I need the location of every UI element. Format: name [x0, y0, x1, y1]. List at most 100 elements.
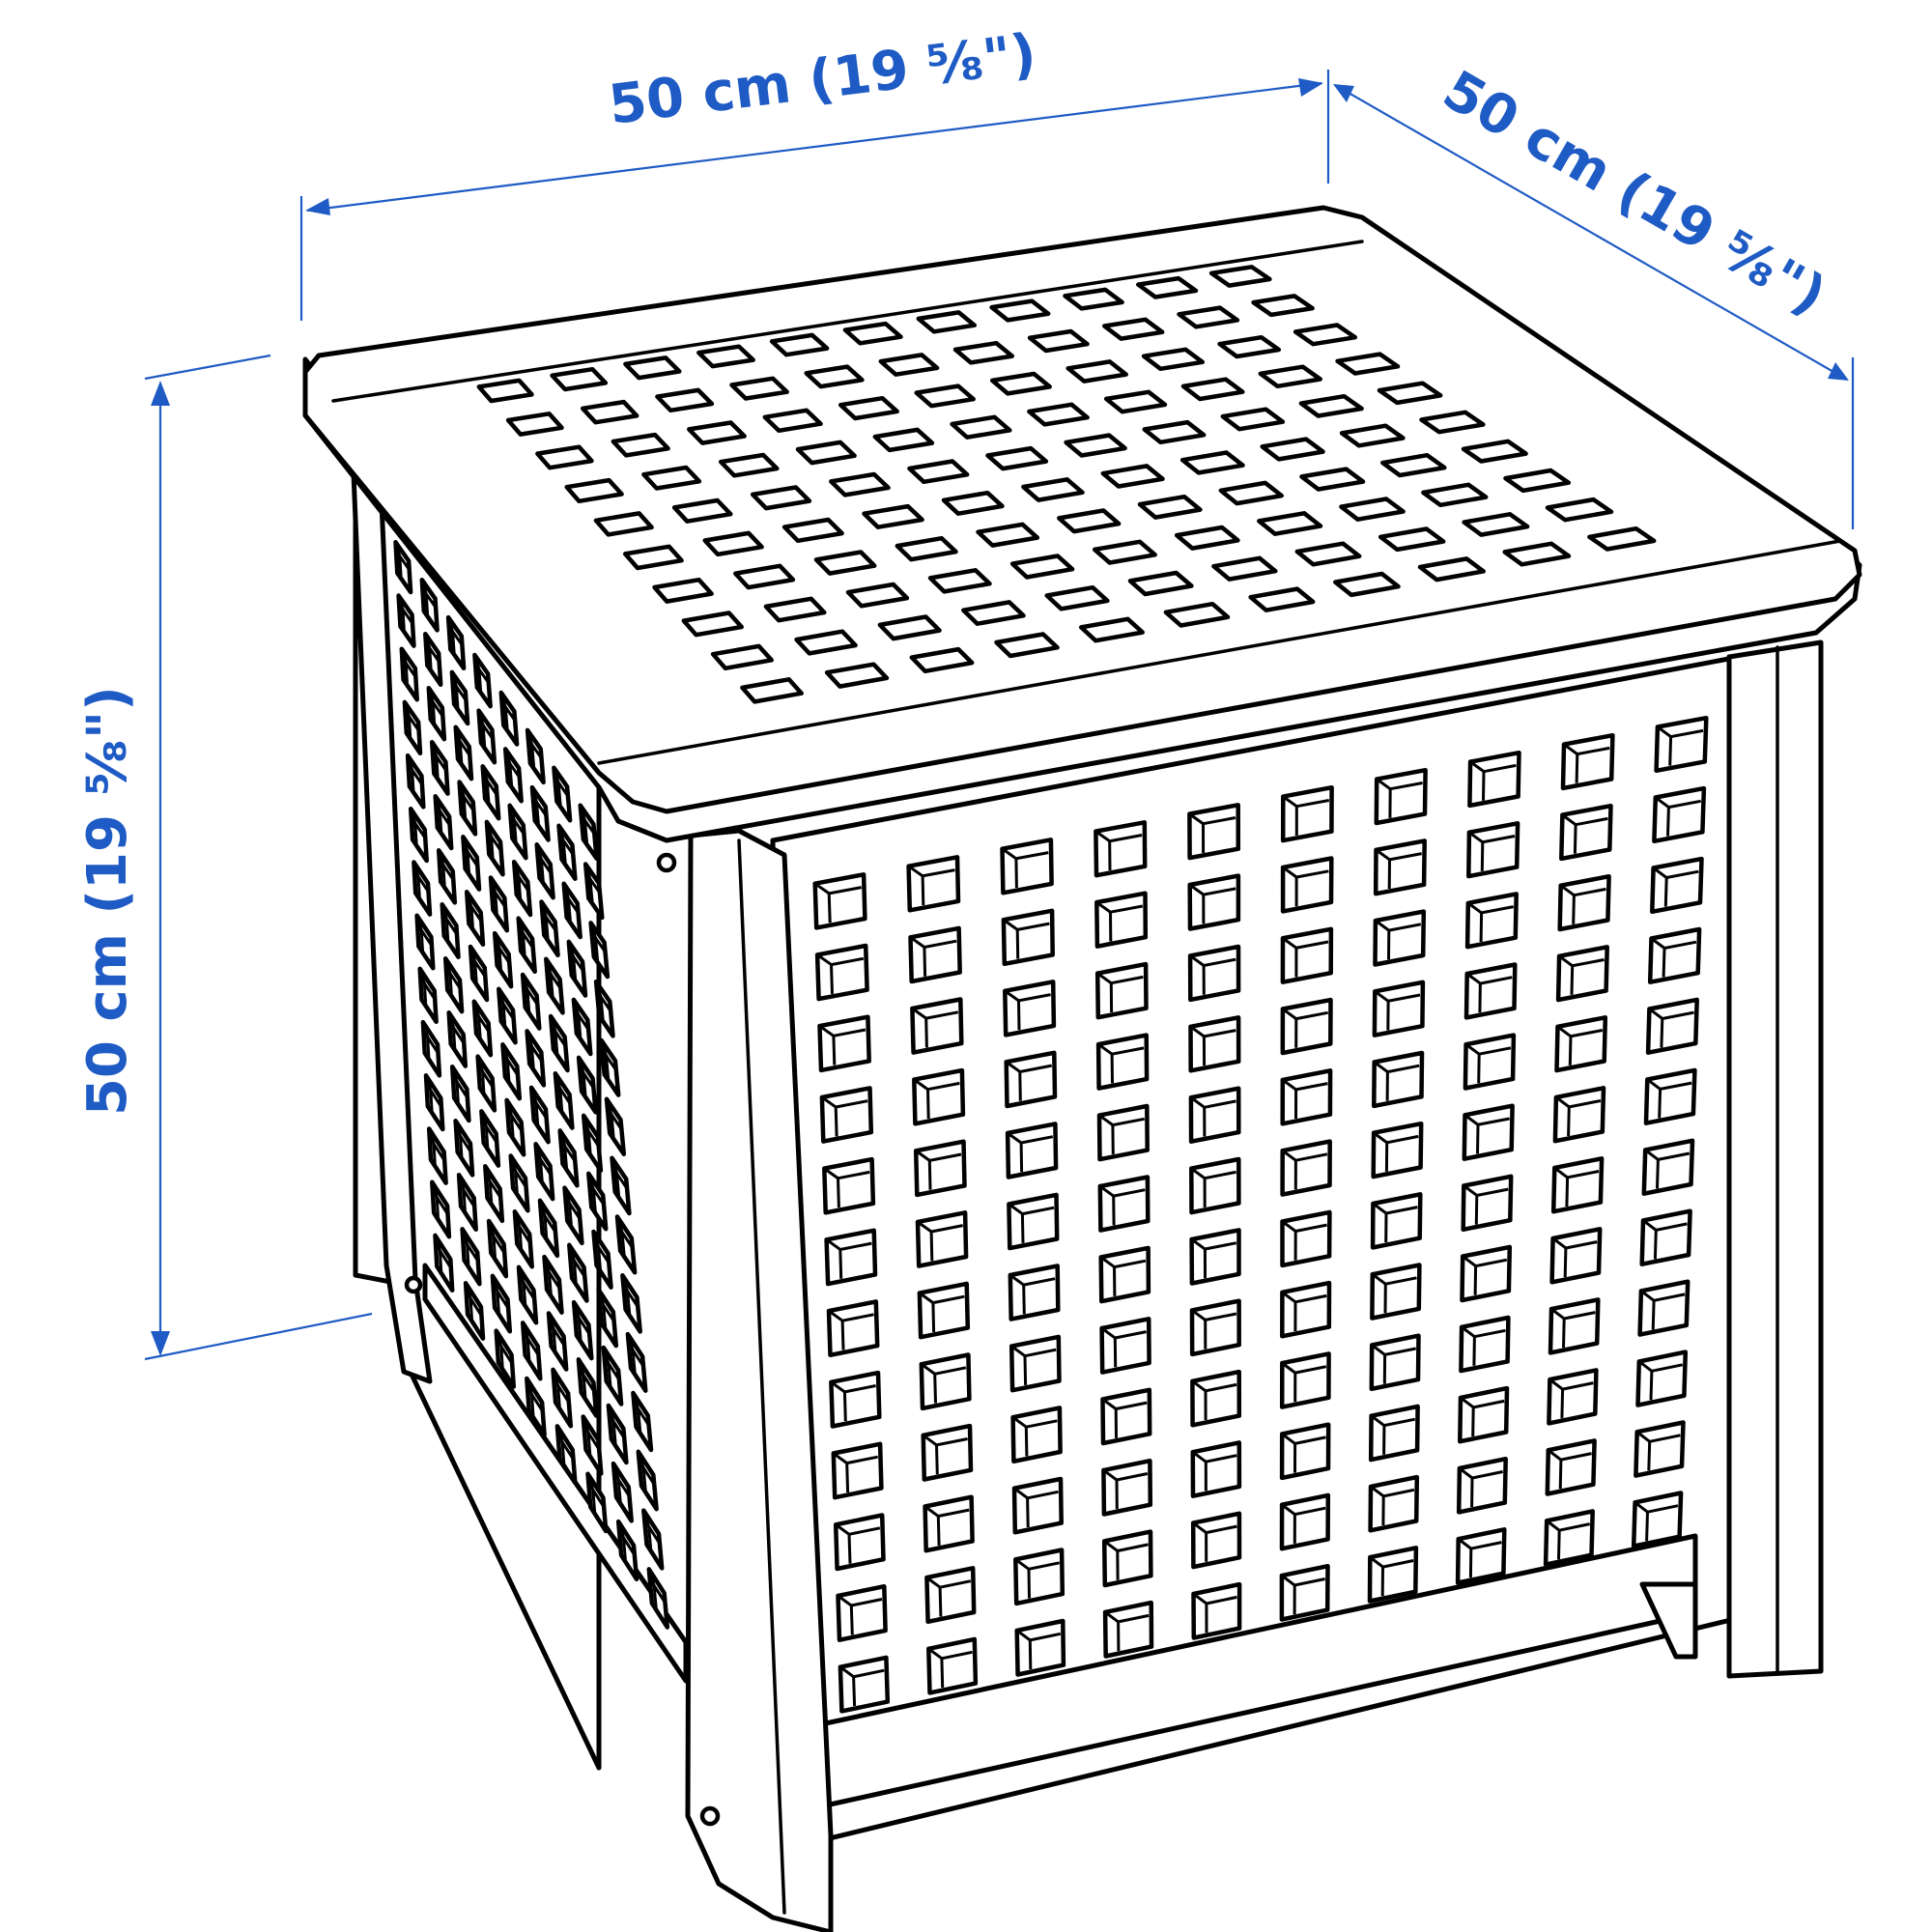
front-hole-9-8	[1547, 1368, 1599, 1426]
side-hole-5-6-corner	[577, 1057, 585, 1074]
front-hole-3-2	[1004, 1050, 1058, 1109]
front-hole-10-8	[1545, 1438, 1597, 1496]
side-hole-5-3-bevel	[497, 942, 510, 970]
front-hole-10-6-corner	[1370, 1485, 1385, 1498]
front-hole-3-1-corner	[913, 1078, 929, 1091]
depth-arrow-right	[1828, 362, 1849, 381]
front-hole-9-7-corner	[1460, 1396, 1475, 1409]
side-hole-3-0-bevel	[407, 711, 420, 738]
front-hole-3-6	[1372, 980, 1426, 1037]
front-hole-0-7-bevel	[1482, 763, 1517, 801]
front-hole-0-1-corner	[907, 865, 923, 878]
front-hole-3-4-corner	[1189, 1025, 1206, 1038]
front-hole-2-8	[1557, 873, 1611, 932]
front-hole-7-1	[919, 1352, 972, 1411]
side-hole-13-3-corner	[525, 1378, 533, 1395]
front-hole-0-5	[1280, 784, 1334, 843]
side-hole-9-3-bevel	[513, 1165, 526, 1193]
side-hole-8-6-corner	[592, 1231, 600, 1248]
side-hole-3-4-corner	[512, 861, 521, 877]
side-hole-4-5-bevel	[549, 968, 561, 997]
front-hole-3-6-bevel	[1386, 993, 1421, 1031]
side-hole-10-6-corner	[602, 1347, 611, 1364]
front-hole-3-8-bevel	[1570, 958, 1605, 995]
front-hole-0-9-corner	[1656, 725, 1672, 738]
front-hole-7-8	[1549, 1227, 1603, 1285]
side-hole-6-7-bevel	[615, 1172, 628, 1197]
front-hole-1-7-bevel	[1480, 835, 1516, 871]
front-hole-6-9	[1641, 1138, 1695, 1196]
front-hole-7-0	[829, 1370, 882, 1429]
top-hole-8-5	[1127, 570, 1194, 597]
top-hole-0-1	[550, 366, 609, 392]
side-hole-13-6-bevel	[621, 1536, 636, 1561]
top-hole-7-3	[927, 568, 992, 594]
front-hole-0-7-corner	[1469, 760, 1485, 773]
front-hole-0-9	[1654, 715, 1709, 774]
top-hole-2-4	[838, 395, 899, 421]
front-hole-7-4-corner	[1191, 1309, 1207, 1321]
front-hole-8-9-corner	[1640, 1290, 1655, 1302]
front-hole-3-7	[1463, 962, 1518, 1020]
side-hole-0-3-corner	[472, 654, 481, 670]
front-hole-8-0	[831, 1441, 884, 1500]
top-hole-4-2	[750, 485, 812, 511]
side-hole-6-0-bevel	[416, 871, 430, 897]
front-hole-8-7-corner	[1461, 1325, 1476, 1338]
front-hole-11-6-corner	[1369, 1555, 1384, 1569]
front-hole-0-1	[906, 855, 961, 913]
front-hole-10-4-bevel	[1205, 1524, 1237, 1562]
front-hole-8-3	[1100, 1387, 1152, 1446]
front-hole-1-1	[908, 925, 962, 984]
top-hole-5-4	[941, 490, 1005, 516]
front-hole-8-2-corner	[1011, 1415, 1028, 1429]
front-hole-4-7-bevel	[1477, 1046, 1512, 1084]
side-hole-0-7-bevel	[582, 814, 595, 843]
top-hole-7-10	[1503, 468, 1572, 494]
front-hole-9-9	[1635, 1350, 1689, 1407]
top-hole-9-9	[1502, 541, 1572, 567]
front-hole-10-3-bevel	[1116, 1543, 1149, 1580]
top-hole-9-10	[1587, 526, 1657, 552]
front-hole-11-7-corner	[1457, 1537, 1472, 1550]
top-hole-5-7	[1179, 450, 1245, 475]
front-hole-2-8-corner	[1559, 884, 1576, 896]
side-hole-4-2-corner	[461, 836, 469, 852]
front-hole-10-0-corner	[837, 1594, 853, 1607]
side-hole-5-4-corner	[521, 974, 529, 990]
top-hole-1-10	[1251, 294, 1315, 318]
front-hole-1-8-corner	[1561, 813, 1577, 826]
front-hole-3-3-corner	[1097, 1042, 1113, 1056]
front-hole-4-3	[1096, 1103, 1150, 1162]
front-hole-0-3-bevel	[1108, 834, 1143, 871]
front-hole-2-0-bevel	[832, 1028, 867, 1065]
front-hole-6-0-corner	[828, 1309, 843, 1322]
side-hole-7-1-corner	[443, 957, 452, 975]
top-hole-6-5	[1057, 508, 1122, 534]
side-hole-12-6-corner	[611, 1463, 620, 1481]
top-hole-2-0	[535, 444, 594, 470]
top-hole-8-9	[1462, 512, 1530, 537]
side-hole-1-5-bevel	[534, 796, 547, 825]
front-hole-5-4-bevel	[1203, 1170, 1236, 1208]
side-hole-9-1-corner	[450, 1065, 459, 1083]
front-hole-7-9-bevel	[1653, 1222, 1688, 1260]
front-hole-10-9-bevel	[1647, 1434, 1681, 1471]
side-hole-7-6-corner	[586, 1173, 595, 1190]
front-hole-3-8-corner	[1558, 954, 1574, 967]
front-hole-0-4-corner	[1188, 812, 1205, 825]
front-hole-9-6	[1368, 1404, 1420, 1463]
front-hole-6-4-bevel	[1203, 1241, 1237, 1279]
front-hole-8-8-corner	[1550, 1307, 1566, 1321]
side-hole-1-3-corner	[477, 710, 485, 726]
side-hole-0-5-bevel	[529, 739, 543, 767]
front-hole-10-3-corner	[1103, 1540, 1119, 1552]
front-hole-5-4-corner	[1190, 1167, 1206, 1179]
side-hole-1-5-corner	[530, 786, 538, 803]
top-hole-0-2	[623, 355, 682, 381]
front-hole-1-3-corner	[1095, 900, 1112, 914]
front-panel-lattice-holes	[812, 715, 1709, 1714]
top-hole-7-7	[1257, 511, 1323, 536]
side-hole-13-0-bevel	[438, 1245, 452, 1272]
top-hole-6-0	[652, 577, 714, 604]
